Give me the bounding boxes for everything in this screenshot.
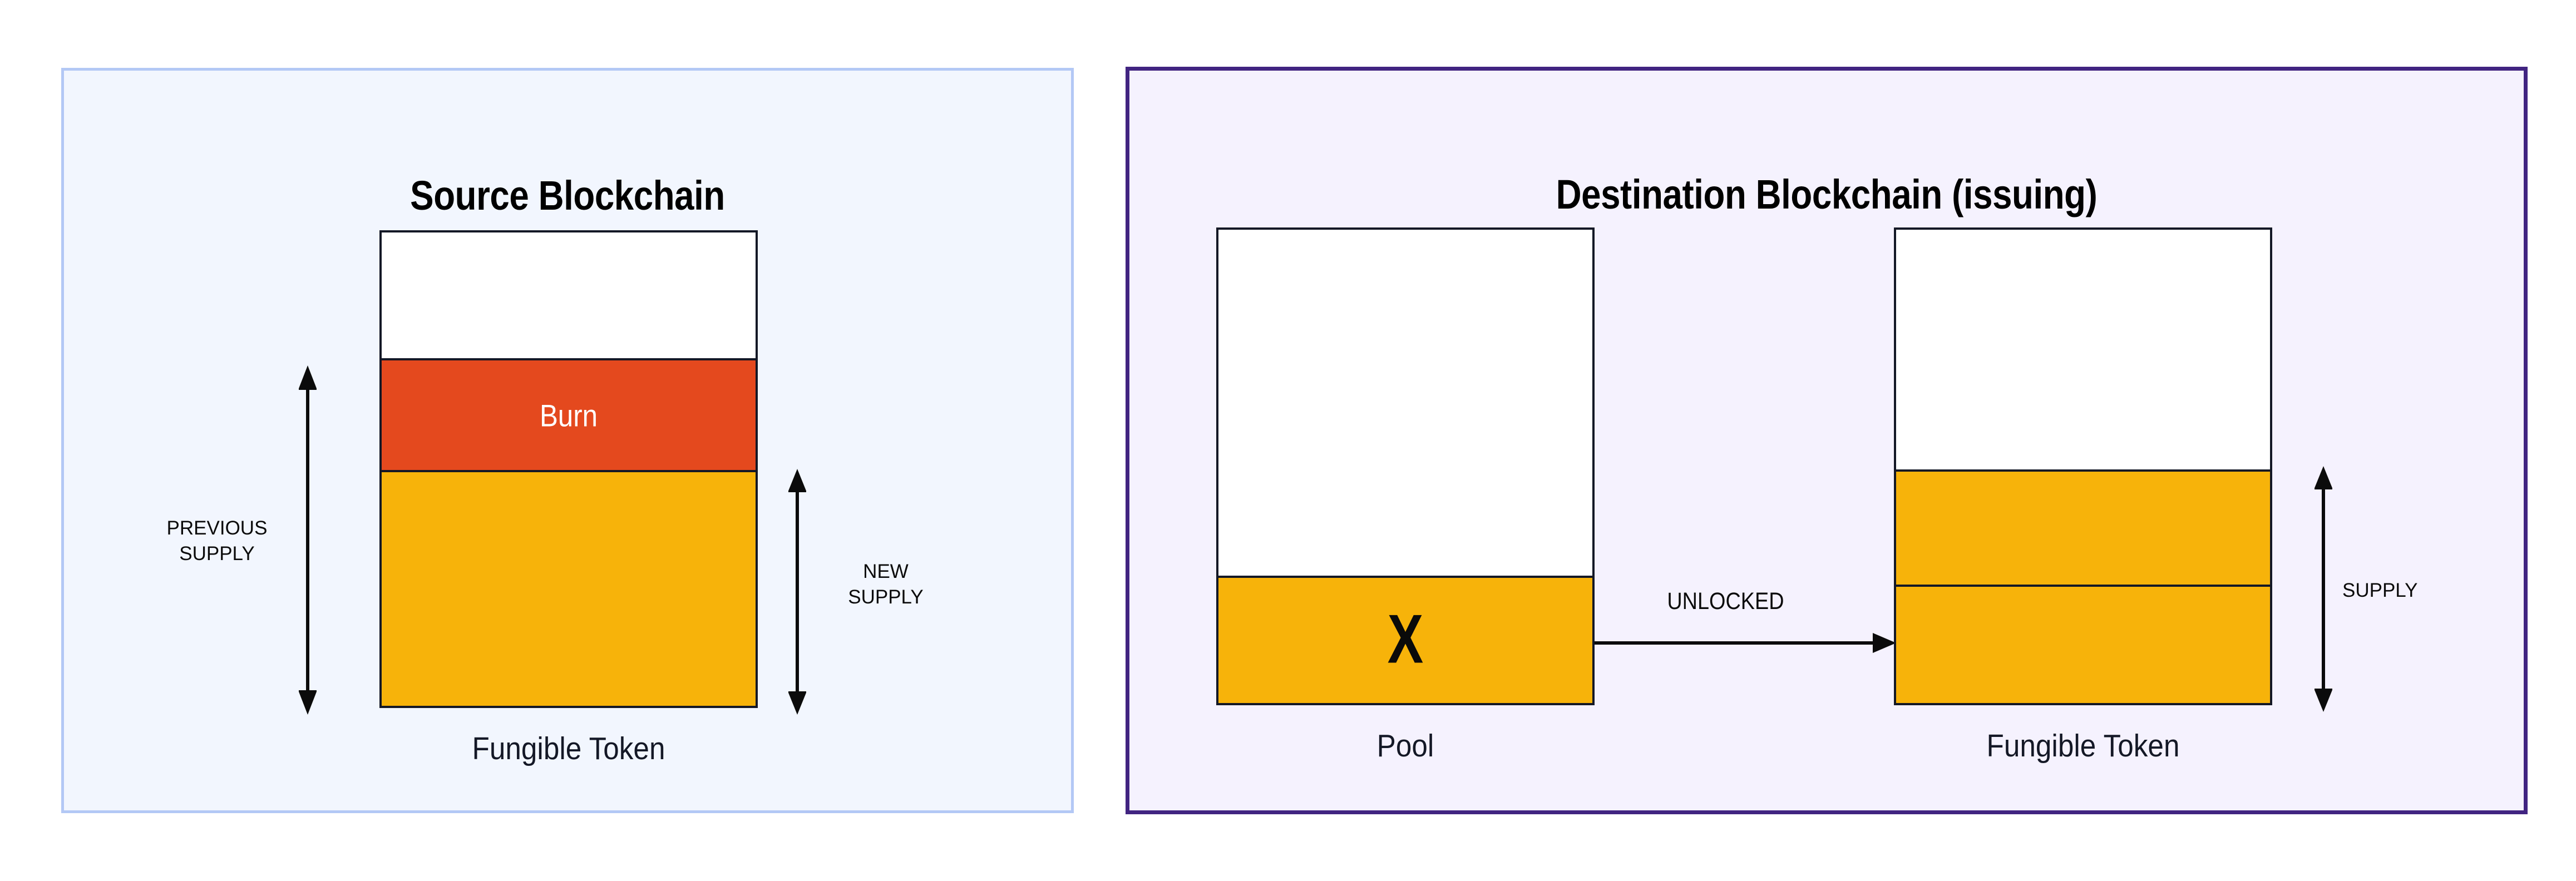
source-fungible-token-bar: Burn [379,230,758,708]
destination-pool-bar: X [1216,227,1595,705]
pool-segment-empty [1218,230,1592,576]
supply-label: SUPPLY [2342,580,2418,601]
pool-segment-locked-amount: X [1218,576,1592,703]
new-supply-measure-arrow [788,468,806,716]
source-fungible-token-caption: Fungible Token [472,731,665,766]
destination-fungible-token-bar [1894,227,2272,705]
source-token-segment-empty [382,232,756,358]
supply-measure-arrow [2315,465,2332,713]
destination-pool-caption: Pool [1376,728,1434,764]
panel-destination-title: Destination Blockchain (issuing) [1556,171,2098,217]
source-token-segment-remaining-supply [382,472,756,706]
burn-segment-label: Burn [539,398,598,433]
pool-x-mark-icon: X [1387,601,1424,678]
source-token-segment-burn: Burn [382,358,756,472]
panel-destination-blockchain: Destination Blockchain (issuing) X Pool … [1126,67,2528,814]
destination-token-segment-existing-supply [1896,585,2270,703]
destination-token-segment-newly-unlocked [1896,469,2270,585]
unlocked-flow-arrow [1595,631,1897,655]
panel-source-title: Source Blockchain [410,172,725,219]
new-supply-label: NEW SUPPLY [848,561,924,608]
unlocked-flow-arrow-label: UNLOCKED [1667,588,1784,615]
panel-source-blockchain: Source Blockchain Burn Fungible Token PR… [61,68,1074,813]
previous-supply-measure-arrow [299,364,317,716]
destination-token-segment-empty [1896,230,2270,469]
previous-supply-label: PREVIOUS SUPPLY [166,517,268,565]
destination-fungible-token-caption: Fungible Token [1986,728,2180,764]
